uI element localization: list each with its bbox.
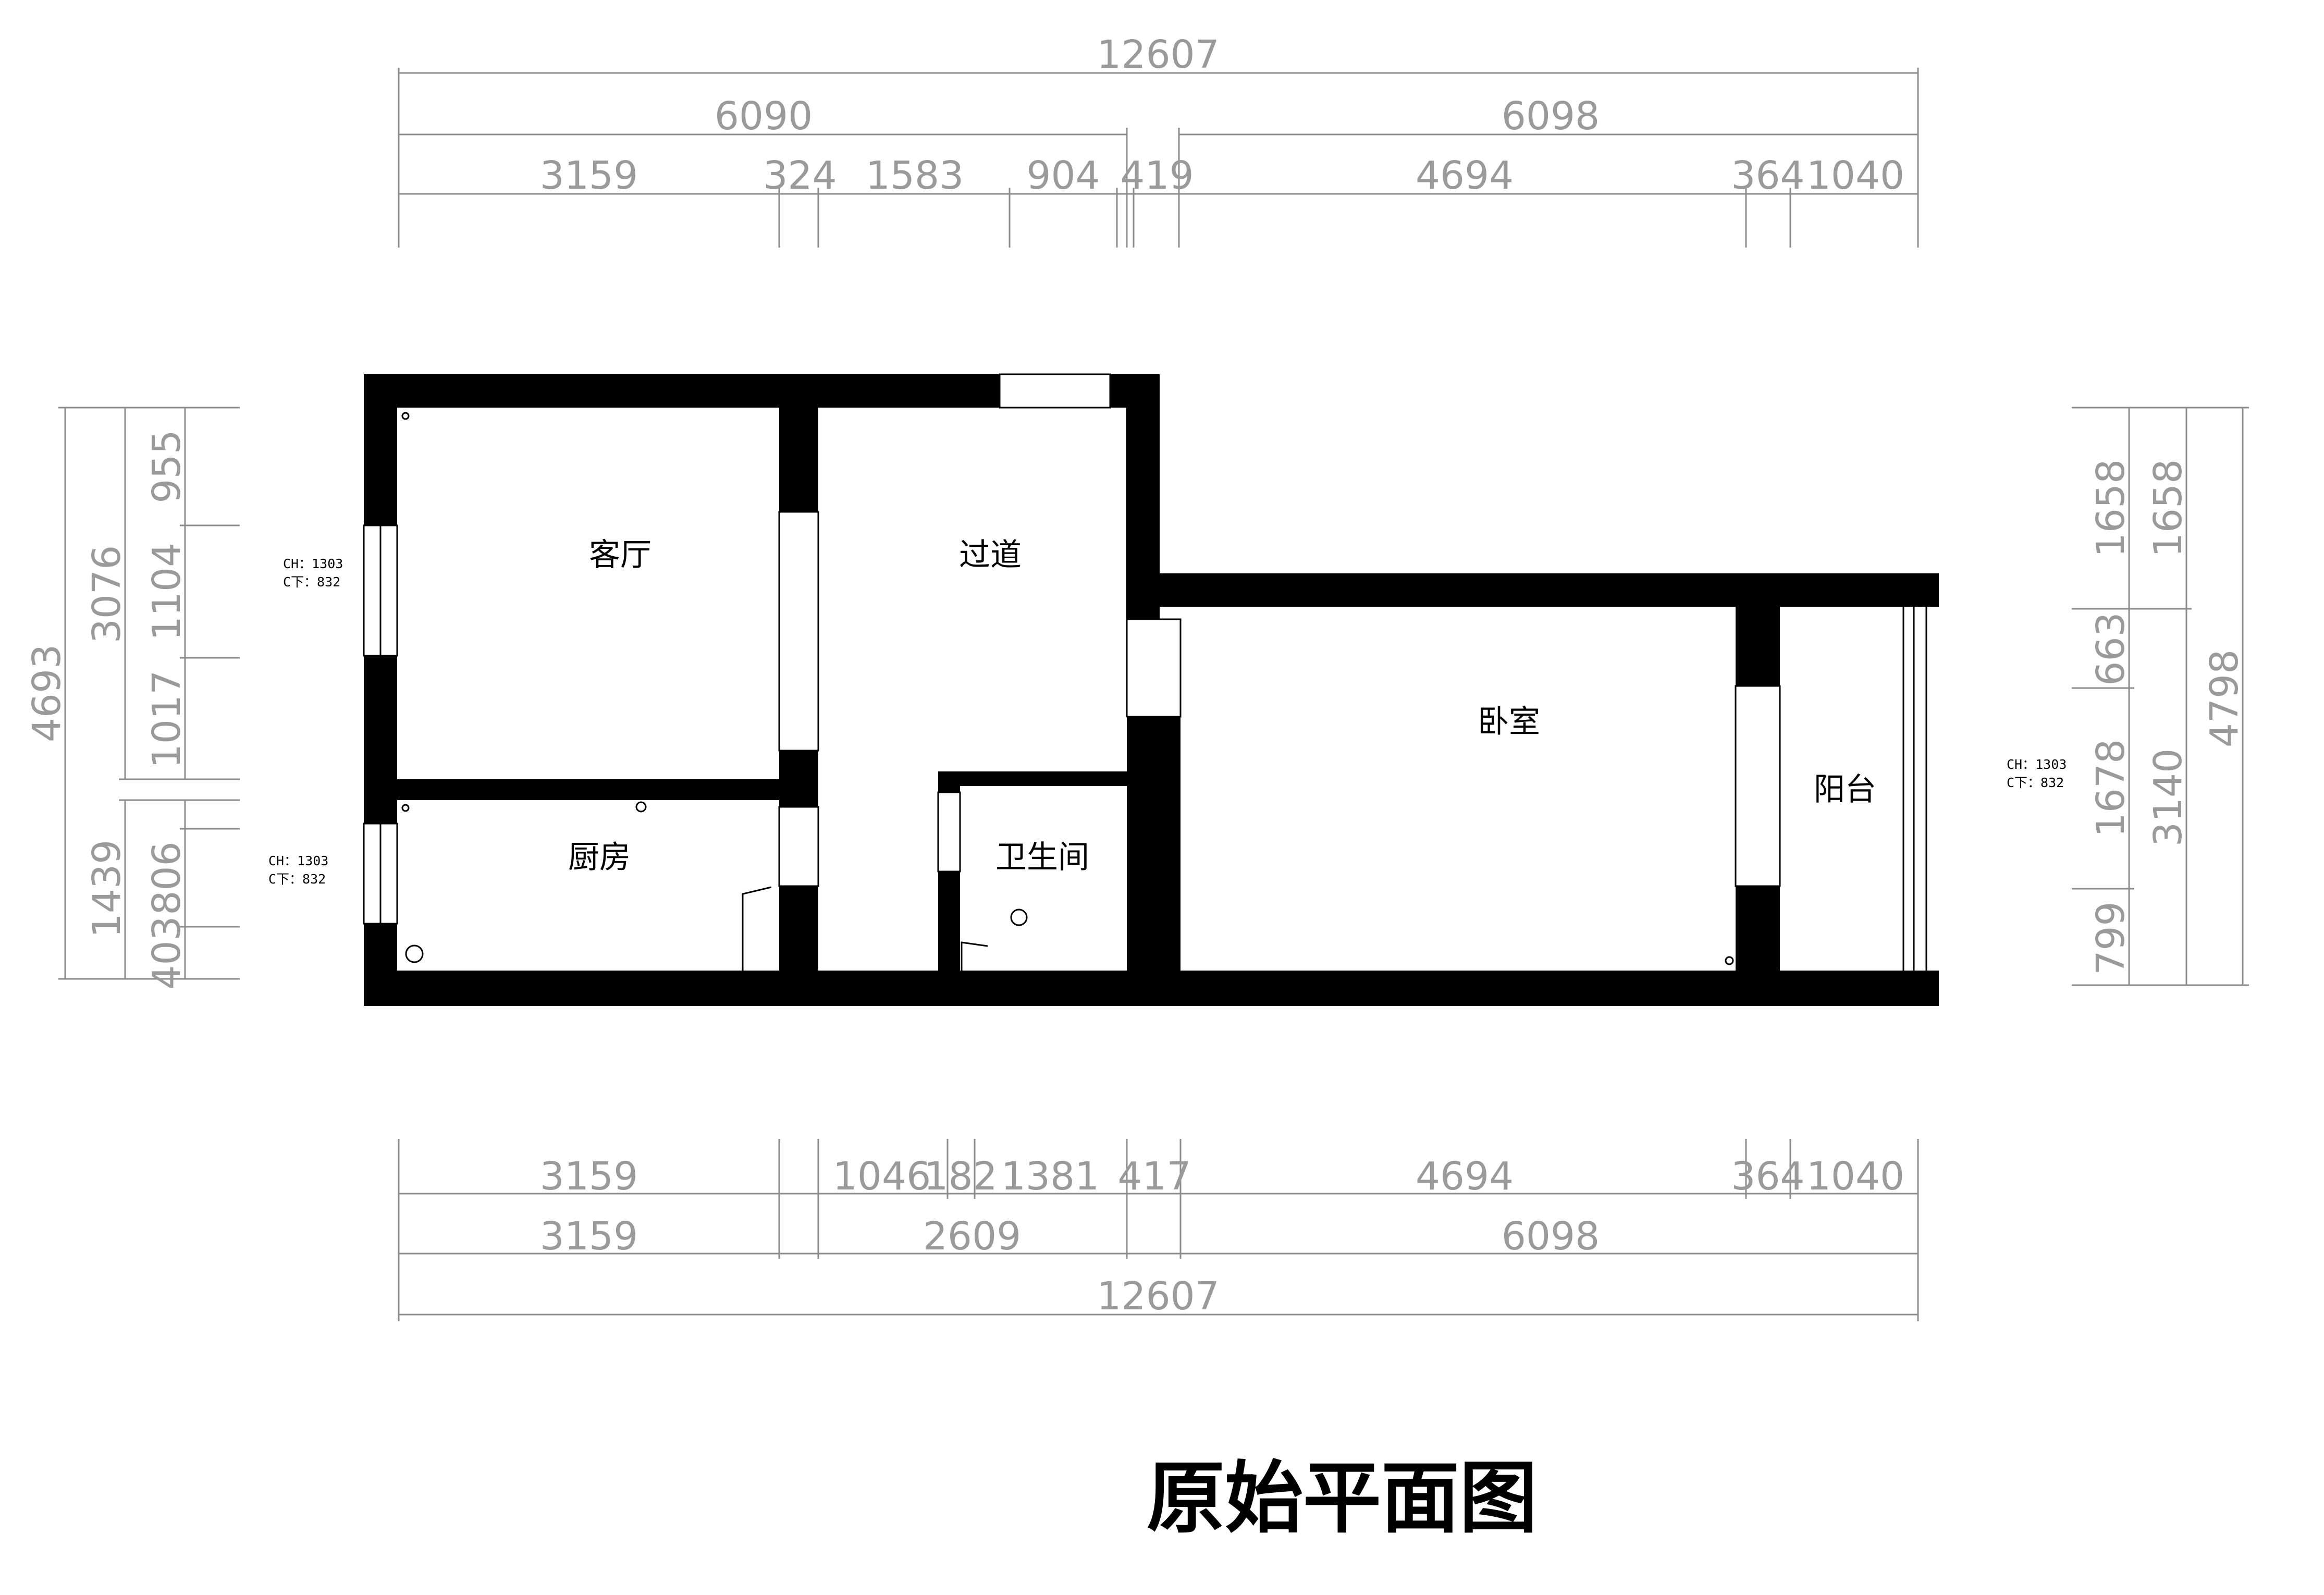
bottom-seg-dim: 1381 (1001, 1154, 1099, 1199)
room-label-bathroom: 卫生间 (995, 839, 1089, 876)
top-seg-dim: 1583 (866, 153, 964, 198)
window-note-kitchen-sill: C下：832 (268, 872, 326, 887)
top-half-dim-right: 6098 (1502, 94, 1600, 139)
bottom-seg-dim: 3159 (540, 1154, 638, 1199)
left-seg-dim: 955 (144, 430, 189, 503)
bottom-dimension-chain: 3159 1046 182 1381 417 4694 364 1040 315… (398, 1139, 1919, 1321)
left-group-dim: 3076 (84, 545, 129, 643)
bottom-group-dim: 2609 (923, 1214, 1021, 1259)
right-seg-dim: 799 (2088, 901, 2133, 975)
left-seg-dim: 1017 (144, 670, 189, 768)
window-note-living-height: CH：1303 (283, 556, 343, 571)
window-note-balcony-height: CH：1303 (2007, 757, 2067, 772)
left-seg-dim: 403 (144, 916, 189, 989)
bottom-total-dim: 12607 (1097, 1274, 1219, 1319)
left-seg-dim: 1104 (144, 543, 189, 641)
top-half-dim-left: 6090 (715, 94, 813, 139)
right-total-dim: 4798 (2202, 649, 2247, 747)
room-label-balcony: 阳台 (1814, 771, 1876, 808)
top-seg-dim: 904 (1026, 153, 1100, 198)
top-seg-dim: 364 (1731, 153, 1804, 198)
window-notes: CH：1303 C下：832 CH：1303 C下：832 CH：1303 C下… (268, 556, 2067, 887)
bottom-group-dim: 6098 (1502, 1214, 1600, 1259)
bottom-seg-dim: 417 (1117, 1154, 1191, 1199)
room-label-bedroom: 卧室 (1478, 704, 1540, 740)
walls (364, 374, 1939, 1006)
right-seg-dim: 1678 (2088, 739, 2133, 837)
room-label-kitchen: 厨房 (568, 839, 631, 876)
top-seg-dim: 419 (1120, 153, 1194, 198)
bottom-seg-dim: 364 (1731, 1154, 1804, 1199)
right-seg-dim: 1658 (2088, 459, 2133, 557)
left-seg-dim: 806 (144, 841, 189, 915)
bottom-seg-dim: 1040 (1806, 1154, 1904, 1199)
bottom-group-dim: 3159 (540, 1214, 638, 1259)
top-total-dim: 12607 (1097, 32, 1219, 77)
left-dimension-chain: 4693 3076 1439 955 1104 1017 806 403 (24, 407, 240, 990)
openings (363, 373, 1927, 982)
right-group-dim: 3140 (2146, 749, 2191, 846)
bottom-seg-dim: 4694 (1416, 1154, 1514, 1199)
drawing-title: 原始平面图 (1147, 1453, 1538, 1544)
top-seg-dim: 4694 (1416, 153, 1514, 198)
room-labels: 客厅 过道 厨房 卫生间 卧室 阳台 (568, 537, 1876, 876)
window-note-living-sill: C下：832 (283, 574, 340, 590)
left-group-dim: 1439 (84, 840, 129, 938)
top-seg-dim: 1040 (1806, 153, 1904, 198)
right-group-dim: 1658 (2146, 459, 2191, 557)
right-dimension-chain: 1658 663 1678 799 1658 3140 4798 (2072, 407, 2249, 986)
bottom-seg-dim: 1046 (833, 1154, 931, 1199)
room-label-living: 客厅 (589, 537, 651, 573)
top-seg-dim: 3159 (540, 153, 638, 198)
window-note-balcony-sill: C下：832 (2007, 775, 2064, 790)
left-total-dim: 4693 (24, 644, 69, 742)
right-seg-dim: 663 (2088, 612, 2133, 685)
room-label-corridor: 过道 (959, 537, 1022, 573)
window-note-kitchen-height: CH：1303 (268, 853, 328, 868)
top-seg-dim: 324 (763, 153, 837, 198)
top-dimension-chain: 12607 6090 6098 3159 324 1583 904 419 46… (398, 32, 1919, 248)
bottom-seg-dim: 182 (924, 1154, 997, 1199)
